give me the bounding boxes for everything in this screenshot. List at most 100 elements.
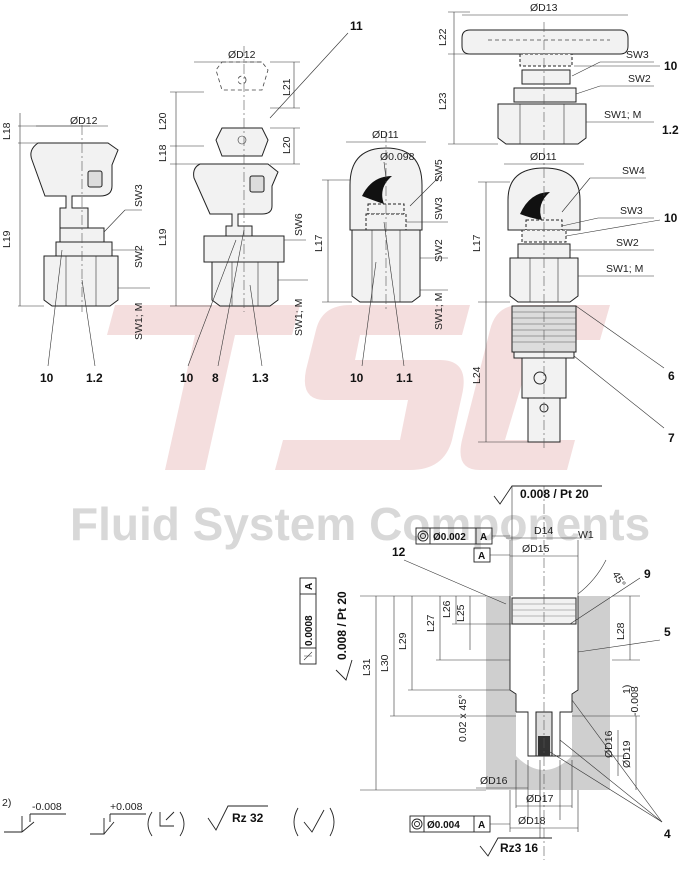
knob-grip [362, 176, 392, 204]
dim-d15: ØD15 [522, 543, 550, 555]
view-t-handle-1: L18 ØD12 L19 SW3 SW2 SW1; M 10 1.2 [1, 113, 150, 385]
dim-d12-b: ØD12 [228, 49, 256, 61]
dim-l19-b: L19 [157, 228, 169, 246]
dim-l29: L29 [397, 632, 409, 650]
dim-d13: ØD13 [530, 2, 558, 14]
roughness-left: 0.008 / Pt 20 [335, 591, 349, 660]
dim-l26: L26 [441, 600, 453, 618]
dim-d16-b: ØD16 [480, 775, 508, 787]
nut-sw2-d [513, 87, 577, 103]
fcf-bottom: Ø0.004 A [409, 815, 510, 833]
callout-11: 11 [350, 19, 363, 33]
callout-5: 5 [664, 625, 671, 639]
dim-d19-tol: -0.008 [629, 686, 641, 716]
dim-l22: L22 [437, 28, 449, 46]
dim-l27: L27 [425, 614, 437, 632]
lbl-sw4: SW4 [622, 165, 645, 177]
callout-10-d: 10 [664, 59, 678, 73]
fcf-left-ref: A [304, 583, 315, 590]
dim-l20: L20 [157, 112, 169, 130]
lbl-sw1-d: SW1; M [604, 109, 641, 121]
dim-d16-a: ØD16 [603, 730, 615, 758]
dim-l20-b: L20 [281, 136, 293, 154]
lbl-sw3: SW3 [133, 184, 145, 207]
callout-1-2: 1.2 [86, 371, 103, 385]
tolerance-plus-symbol: +0.008 [90, 801, 146, 835]
dim-l19: L19 [1, 230, 13, 248]
dim-l21: L21 [281, 78, 293, 96]
body-d [497, 103, 587, 145]
fcf-top: Ø0.002 A [415, 527, 510, 545]
lbl-sw2-e: SW2 [616, 237, 639, 249]
lock-key [215, 127, 269, 157]
dim-d18: ØD18 [518, 815, 546, 827]
lbl-sw2-d: SW2 [628, 73, 651, 85]
nut-sw2 [55, 241, 113, 257]
fcf-top-value: Ø0.002 [433, 532, 466, 543]
dim-angle45: 45° [609, 570, 627, 590]
tol-plus: +0.008 [110, 801, 143, 813]
dim-d19-note: 1) [621, 685, 633, 694]
lbl-sw3-c: SW3 [433, 197, 445, 220]
fcf-top-ref: A [480, 532, 487, 543]
rz32-text: Rz 32 [232, 811, 264, 825]
fcf-bottom-value: Ø0.004 [427, 820, 460, 831]
t-handle [30, 142, 119, 229]
view-mushroom-knob: ØD11 Ø0.098 L17 SW5 SW3 SW2 SW1; M 10 1.… [313, 129, 448, 385]
t-handle-2 [193, 163, 279, 237]
lbl-sw1-b: SW1; M [293, 299, 305, 336]
dim-d19: ØD19 [621, 740, 633, 768]
dim-l23: L23 [437, 92, 449, 110]
dim-d12: ØD12 [70, 115, 98, 127]
lbl-sw5: SW5 [433, 159, 445, 182]
callout-4: 4 [664, 827, 671, 841]
lbl-sw6: SW6 [293, 213, 305, 236]
view-mushroom-threaded: ØD11 L17 L24 SW4 SW3 SW2 SW1; M 10 6 7 [471, 150, 678, 448]
watermark: Fluid System Components [70, 305, 650, 550]
view-top-right: ØD13 L22 L23 SW3 SW2 SW1; M 10 1.2 [437, 2, 679, 150]
dim-chamfer: 0.02 x 45° [457, 695, 469, 742]
lbl-sw2: SW2 [133, 245, 145, 268]
tsc-logo [107, 305, 610, 470]
section-view: D14 ØD15 W1 45° 0.008 / Pt 20 Ø0.002 A A [299, 485, 671, 860]
roughness-rz3: Rz3 16 [500, 841, 538, 855]
datum-a: A [473, 547, 510, 563]
housing-section [486, 596, 610, 790]
handle-plate [461, 29, 629, 55]
callout-10-e: 10 [664, 211, 678, 225]
callout-10-b: 10 [180, 371, 194, 385]
lbl-sw1: SW1; M [133, 303, 145, 340]
callout-1-1: 1.1 [396, 371, 413, 385]
tolerance-minus-symbol: -0.008 [4, 801, 66, 833]
body-sw1 [43, 255, 119, 307]
dim-d14: D14 [534, 525, 553, 537]
callout-10: 10 [40, 371, 54, 385]
watermark-tagline: Fluid System Components [70, 498, 650, 550]
callout-9: 9 [644, 567, 651, 581]
body-1-3 [211, 261, 279, 307]
dim-l24: L24 [471, 366, 483, 384]
dim-d11-b: ØD11 [530, 151, 557, 163]
dim-d11: ØD11 [372, 129, 399, 141]
lbl-sw2-c: SW2 [433, 239, 445, 262]
nut-sw3-d [521, 69, 571, 85]
general-finish-symbol [293, 807, 335, 837]
datum-a-label: A [478, 551, 485, 562]
note-2: 2) [2, 797, 11, 809]
dim-l25: L25 [455, 604, 467, 622]
fcf-left: 0.0008 A [299, 577, 317, 665]
callout-7: 7 [668, 431, 675, 445]
fcf-left-value: 0.0008 [304, 615, 315, 646]
fcf-bottom-ref: A [478, 820, 485, 831]
dim-l28: L28 [615, 622, 627, 640]
edge-symbol [147, 811, 185, 837]
tol-minus: -0.008 [32, 801, 62, 813]
dim-l18: L18 [1, 122, 13, 140]
lbl-sw1-c: SW1; M [433, 293, 445, 330]
dim-l30: L30 [379, 654, 391, 672]
callout-6: 6 [668, 369, 675, 383]
dim-d098: Ø0.098 [380, 151, 415, 163]
dim-l31: L31 [361, 658, 373, 676]
roughness-top: 0.008 / Pt 20 [520, 487, 589, 501]
